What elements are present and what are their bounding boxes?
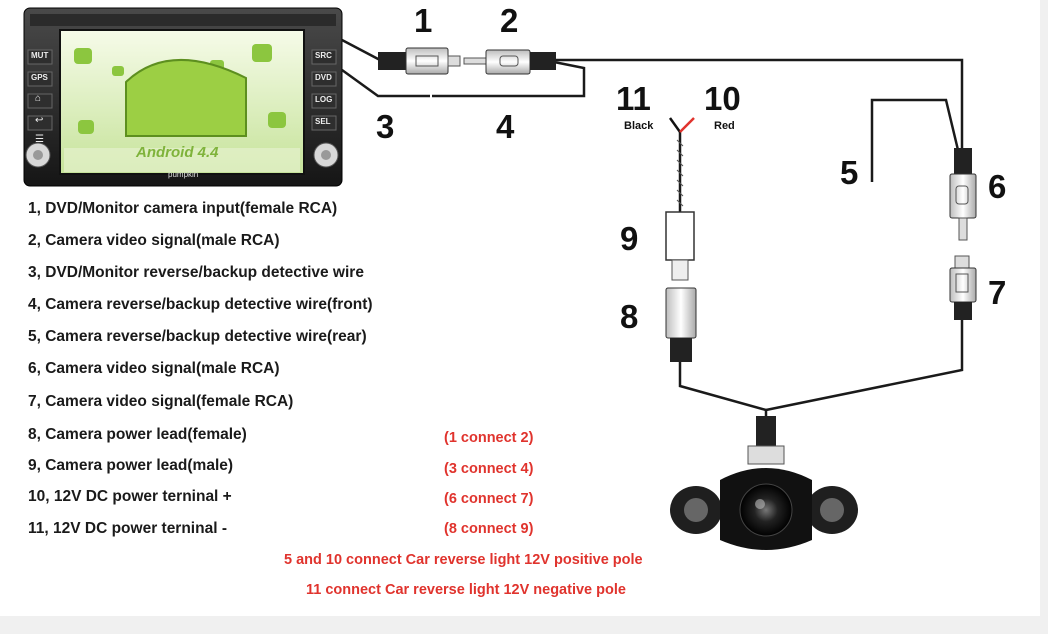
screen-text: Android 4.4	[136, 144, 219, 161]
head-button-src: SRC	[315, 51, 332, 60]
connection-note: (6 connect 7)	[444, 491, 534, 507]
connector-2-male-rca	[463, 49, 556, 75]
legend-item: 10, 12V DC power terninal +	[28, 488, 232, 505]
legend-item: 8, Camera power lead(female)	[28, 426, 247, 443]
back-icon: ↩	[35, 115, 44, 126]
frame-edge	[0, 616, 1048, 634]
red-wire-tip	[679, 117, 695, 133]
connection-note: (3 connect 4)	[444, 461, 534, 477]
label-7: 7	[988, 274, 1007, 311]
connection-note: (1 connect 2)	[444, 430, 534, 446]
label-2: 2	[500, 2, 519, 39]
head-button-log: LOG	[315, 95, 333, 104]
black-wire-tip	[668, 117, 682, 133]
label-4: 4	[496, 108, 515, 145]
screen-brand: pumpkin	[168, 170, 199, 179]
label-red: Red	[714, 120, 735, 132]
label-black: Black	[624, 120, 654, 132]
head-unit	[23, 7, 343, 187]
head-button-sel: SEL	[315, 117, 331, 126]
menu-icon: ☰	[35, 134, 44, 145]
label-11: 11	[616, 80, 651, 117]
negative-pole-note: 11 connect Car reverse light 12V negativ…	[306, 582, 626, 598]
frame-edge	[1040, 0, 1048, 634]
connector-8-female-power	[665, 287, 697, 362]
legend-item: 7, Camera video signal(female RCA)	[28, 393, 294, 410]
connector-1-female-rca	[378, 47, 461, 75]
home-icon: ⌂	[35, 93, 42, 104]
head-button-mut: MUT	[31, 51, 49, 60]
connection-note: (8 connect 9)	[444, 521, 534, 537]
backup-camera	[670, 416, 858, 550]
connector-7-female-rca	[949, 255, 977, 320]
positive-pole-note: 5 and 10 connect Car reverse light 12V p…	[284, 552, 643, 568]
label-3: 3	[376, 108, 395, 145]
connector-9-male-power	[665, 211, 695, 281]
legend-item: 5, Camera reverse/backup detective wire(…	[28, 328, 367, 345]
legend-item: 1, DVD/Monitor camera input(female RCA)	[28, 200, 338, 217]
legend-item: 2, Camera video signal(male RCA)	[28, 232, 280, 249]
connector-6-male-rca	[949, 148, 977, 241]
label-5: 5	[840, 154, 859, 191]
label-9: 9	[620, 220, 639, 257]
label-6: 6	[988, 168, 1007, 205]
legend-item: 9, Camera power lead(male)	[28, 457, 234, 474]
wires	[341, 38, 964, 420]
legend-item: 11, 12V DC power terninal -	[28, 520, 227, 537]
legend-item: 4, Camera reverse/backup detective wire(…	[28, 296, 373, 313]
head-button-gps: GPS	[31, 73, 48, 82]
label-1: 1	[414, 2, 433, 39]
head-button-dvd: DVD	[315, 73, 332, 82]
label-8: 8	[620, 298, 639, 335]
legend-item: 6, Camera video signal(male RCA)	[28, 360, 280, 377]
label-10: 10	[704, 80, 741, 117]
legend-item: 3, DVD/Monitor reverse/backup detective …	[28, 264, 364, 281]
